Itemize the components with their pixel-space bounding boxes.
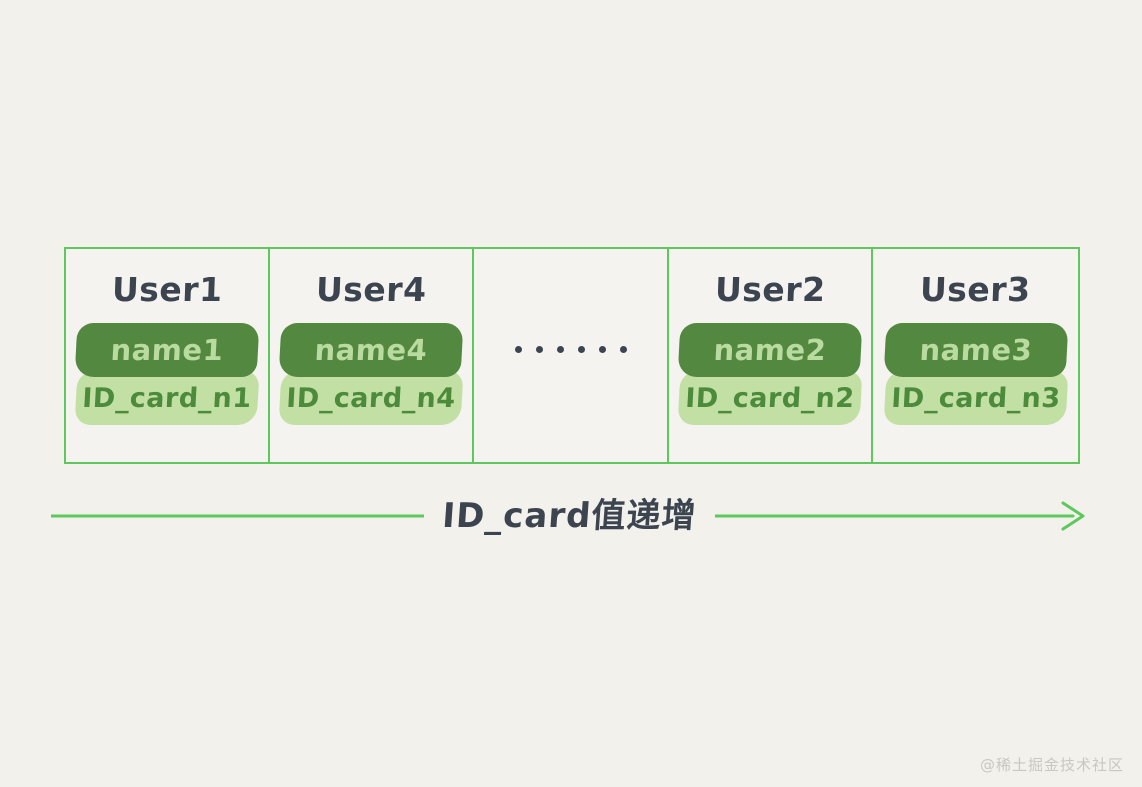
increasing-order-arrow: ID_card值递增 — [51, 487, 1088, 547]
ellipsis-dots — [474, 346, 667, 353]
id-card-label: ID_card_n4 — [285, 382, 457, 414]
user-title: User3 — [919, 270, 1032, 309]
pill-stack: name4 ID_card_n4 — [278, 323, 464, 425]
id-card-pill: ID_card_n3 — [883, 371, 1068, 425]
table-cell-user3: User3 name3 ID_card_n3 — [873, 249, 1078, 462]
name-pill: name4 — [278, 323, 464, 377]
user-sequence-table: User1 name1 ID_card_n1 User4 name4 ID_ca… — [64, 247, 1080, 464]
table-cell-user1: User1 name1 ID_card_n1 — [66, 249, 270, 462]
id-card-label: ID_card_n3 — [890, 382, 1061, 414]
ellipsis-dot — [619, 346, 627, 353]
name-pill: name3 — [883, 323, 1068, 377]
ellipsis-dot — [556, 346, 564, 353]
user-title: User2 — [714, 270, 826, 309]
id-card-pill: ID_card_n4 — [278, 371, 464, 425]
table-cell-ellipsis — [474, 249, 669, 462]
table-cell-user4: User4 name4 ID_card_n4 — [270, 249, 474, 462]
table-cell-user2: User2 name2 ID_card_n2 — [669, 249, 873, 462]
watermark: @稀土掘金技术社区 — [979, 756, 1124, 774]
pill-stack: name1 ID_card_n1 — [74, 323, 260, 425]
ellipsis-dot — [598, 346, 606, 353]
name-pill: name2 — [677, 323, 863, 377]
user-title: User1 — [111, 270, 223, 309]
ellipsis-dot — [577, 346, 585, 353]
pill-stack: name3 ID_card_n3 — [883, 323, 1068, 425]
pill-stack: name2 ID_card_n2 — [677, 323, 863, 425]
user-title: User4 — [315, 270, 427, 309]
ellipsis-dot — [514, 346, 522, 353]
id-card-pill: ID_card_n2 — [677, 371, 863, 425]
id-card-label: ID_card_n1 — [81, 382, 253, 414]
arrow-caption-text: ID_card值递增 — [423, 496, 716, 536]
id-card-pill: ID_card_n1 — [74, 371, 260, 425]
name-pill: name1 — [74, 323, 260, 377]
arrow-caption: ID_card值递增 — [49, 487, 1090, 545]
ellipsis-dot — [535, 346, 543, 353]
id-card-label: ID_card_n2 — [684, 382, 856, 414]
